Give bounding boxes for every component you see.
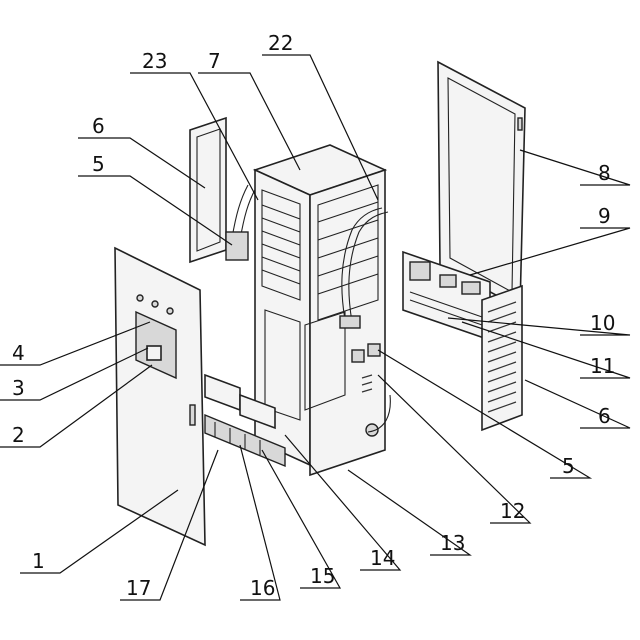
- part-9-control-board: [402, 250, 491, 342]
- label-16: 16: [250, 576, 275, 600]
- label-3: 3: [12, 376, 25, 400]
- label-17: 17: [126, 576, 151, 600]
- label-7: 7: [208, 49, 221, 73]
- bottom-rail-assembly: [204, 373, 286, 468]
- label-10: 10: [590, 311, 615, 335]
- label-14: 14: [370, 546, 395, 570]
- label-9: 9: [598, 204, 611, 228]
- module-stack: [261, 184, 379, 321]
- label-6-right: 6: [598, 404, 611, 428]
- label-15: 15: [310, 564, 335, 588]
- part-5-left-cable: [225, 184, 257, 261]
- label-5-right: 5: [562, 454, 575, 478]
- label-1: 1: [32, 549, 45, 573]
- label-13: 13: [440, 531, 465, 555]
- part-1-front-door: [114, 246, 206, 547]
- part-labels: 23 7 22 6 5 4 3 2 1 17 16 15 14 13 12 5 …: [12, 31, 615, 600]
- part-13-cable: [367, 394, 391, 433]
- label-23: 23: [142, 49, 167, 73]
- label-5-left: 5: [92, 152, 105, 176]
- part-6-left-panel: [189, 116, 227, 264]
- label-4: 4: [12, 341, 25, 365]
- side-vent: [361, 374, 373, 393]
- label-2: 2: [12, 423, 25, 447]
- label-6-left: 6: [92, 114, 105, 138]
- label-22: 22: [268, 31, 293, 55]
- part-6-right-vent-panel: [481, 284, 523, 432]
- label-11: 11: [590, 354, 615, 378]
- label-8: 8: [598, 161, 611, 185]
- label-12: 12: [500, 499, 525, 523]
- leader-lines: [0, 54, 631, 601]
- part-22-cable: [339, 207, 389, 329]
